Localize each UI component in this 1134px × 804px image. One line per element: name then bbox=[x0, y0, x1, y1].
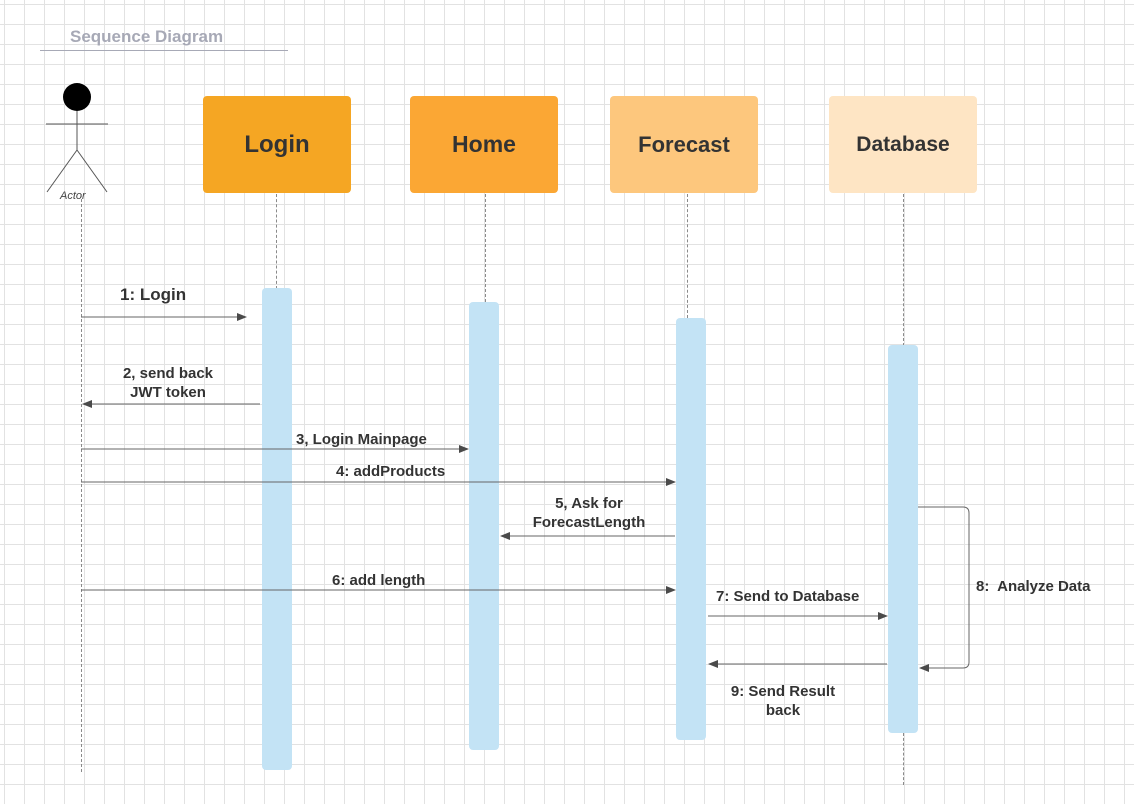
message-9-line-2: back bbox=[765, 702, 801, 719]
message-4-label: 4: addProducts bbox=[336, 463, 446, 480]
login-activation bbox=[262, 288, 292, 770]
database-lifeline bbox=[903, 194, 904, 346]
message-6-label: 6: add length bbox=[332, 572, 426, 589]
participant-home: Home bbox=[410, 96, 558, 193]
message-2-line-1: 2, send back bbox=[122, 365, 214, 382]
message-5-line-1: 5, Ask for bbox=[555, 495, 623, 512]
actor-label: Actor bbox=[60, 190, 86, 202]
message-5-line-2: ForecastLength bbox=[532, 514, 646, 531]
message-5-label: 5, Ask for ForecastLength bbox=[514, 494, 664, 532]
forecast-activation bbox=[676, 318, 706, 740]
message-2-line-2: JWT token bbox=[130, 384, 206, 401]
actor-lifeline bbox=[81, 194, 82, 772]
home-lifeline bbox=[485, 194, 486, 302]
actor-icon bbox=[46, 83, 108, 193]
home-activation bbox=[469, 302, 499, 750]
participant-login: Login bbox=[203, 96, 351, 193]
forecast-lifeline bbox=[687, 194, 688, 318]
participant-database: Database bbox=[829, 96, 977, 193]
diagram-title: Sequence Diagram bbox=[40, 27, 288, 51]
message-9-label: 9: Send Result back bbox=[718, 682, 848, 720]
message-3-label: 3, Login Mainpage bbox=[296, 431, 427, 448]
message-1-label: 1: Login bbox=[120, 285, 187, 304]
message-7-label: 7: Send to Database bbox=[716, 588, 860, 605]
participant-forecast: Forecast bbox=[610, 96, 758, 193]
message-9-line-1: 9: Send Result bbox=[730, 683, 836, 700]
database-activation bbox=[888, 345, 918, 733]
login-lifeline bbox=[276, 194, 277, 289]
database-lifeline-tail bbox=[903, 733, 904, 785]
message-8-label: 8: Analyze Data bbox=[976, 578, 1091, 595]
message-2-label: 2, send back JWT token bbox=[104, 364, 232, 402]
arrow-8-self bbox=[918, 506, 970, 672]
